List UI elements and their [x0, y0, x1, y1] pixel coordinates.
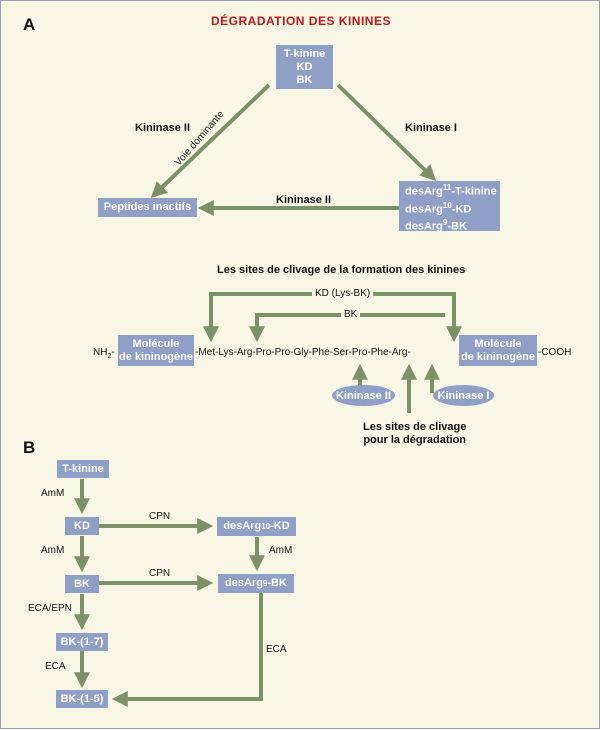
label-kd-lys-bk: KD (Lys-BK): [312, 288, 374, 299]
panel-label-a: A: [23, 15, 36, 34]
label-amm-2: AmM: [41, 545, 65, 556]
box-tkinine-kd-bk: T-kinine KD BK: [276, 45, 333, 89]
box-desarg-products: desArg11-T-kinine desArg10-KD desArg9-BK: [399, 181, 500, 233]
label-eca-1: ECA: [45, 661, 66, 672]
box-molecule-left: Molécule de kininogène: [118, 335, 194, 366]
arrow-desarg9-bk15: [111, 593, 263, 707]
box-molecule-right: Molécule de kininogène: [459, 335, 537, 366]
molecule-right-line-1: Molécule: [474, 337, 522, 350]
box-b-kd: KD: [65, 517, 99, 535]
label-eca-epn: ECA/EPN: [28, 603, 72, 614]
cleavage-title: Les sites de clivage de la formation des…: [217, 264, 466, 276]
right-box-line-1: desArg11-T-kinine: [405, 183, 497, 198]
top-box-line-2: KD: [296, 60, 313, 73]
ellipse-kininase-i: Kininase I: [433, 385, 494, 406]
molecule-left-line-1: Molécule: [132, 337, 180, 350]
molecule-left-line-2: de kininogène: [119, 350, 193, 363]
molecule-right-line-2: de kininogène: [461, 350, 535, 363]
top-box-line-1: T-kinine: [283, 47, 326, 60]
label-cpn-2: CPN: [149, 568, 171, 579]
box-b-tkinine: T-kinine: [57, 460, 109, 478]
box-peptides-inactifs: Peptides inactifs: [98, 198, 197, 217]
panel-label-b: B: [23, 438, 36, 457]
label-kininase-ii-left: Kininase II: [135, 122, 191, 134]
label-bk: BK: [341, 309, 361, 320]
label-cooh: -COOH: [538, 347, 572, 358]
box-b-bk17: BK-(1-7): [56, 633, 108, 651]
arrow-top-to-left: [150, 83, 271, 198]
label-cpn-1: CPN: [149, 511, 171, 522]
label-degradation-sites: Les sites de clivage pour la dégradation: [363, 421, 466, 447]
diagram-title: DÉGRADATION DES KININES: [211, 14, 391, 28]
arrow-top-to-right: [336, 83, 437, 182]
degradation-sites-line-1: Les sites de clivage: [363, 421, 467, 433]
label-kininase-i-right: Kininase I: [405, 122, 457, 134]
right-box-line-2: desArg10-KD: [405, 200, 472, 216]
top-box-line-3: BK: [296, 73, 313, 86]
degradation-sites-line-2: pour la dégradation: [363, 434, 467, 446]
label-nh2: NH2-: [93, 347, 115, 360]
label-amm-1: AmM: [41, 488, 65, 499]
label-amm-3: AmM: [269, 545, 293, 556]
right-box-line-3: desArg9-BK: [405, 218, 467, 233]
ellipse-kininase-ii: Kininase II: [332, 385, 395, 406]
label-eca-2: ECA: [266, 644, 287, 655]
box-b-bk: BK: [65, 575, 99, 593]
box-b-bk15: BK-(1-5): [56, 690, 108, 708]
amino-acid-sequence: -Met-Lys-Arg-Pro-Pro-Gly-Phe-Ser-Pro-Phe…: [195, 347, 411, 358]
label-kininase-ii-bottom: Kininase II: [276, 194, 332, 206]
